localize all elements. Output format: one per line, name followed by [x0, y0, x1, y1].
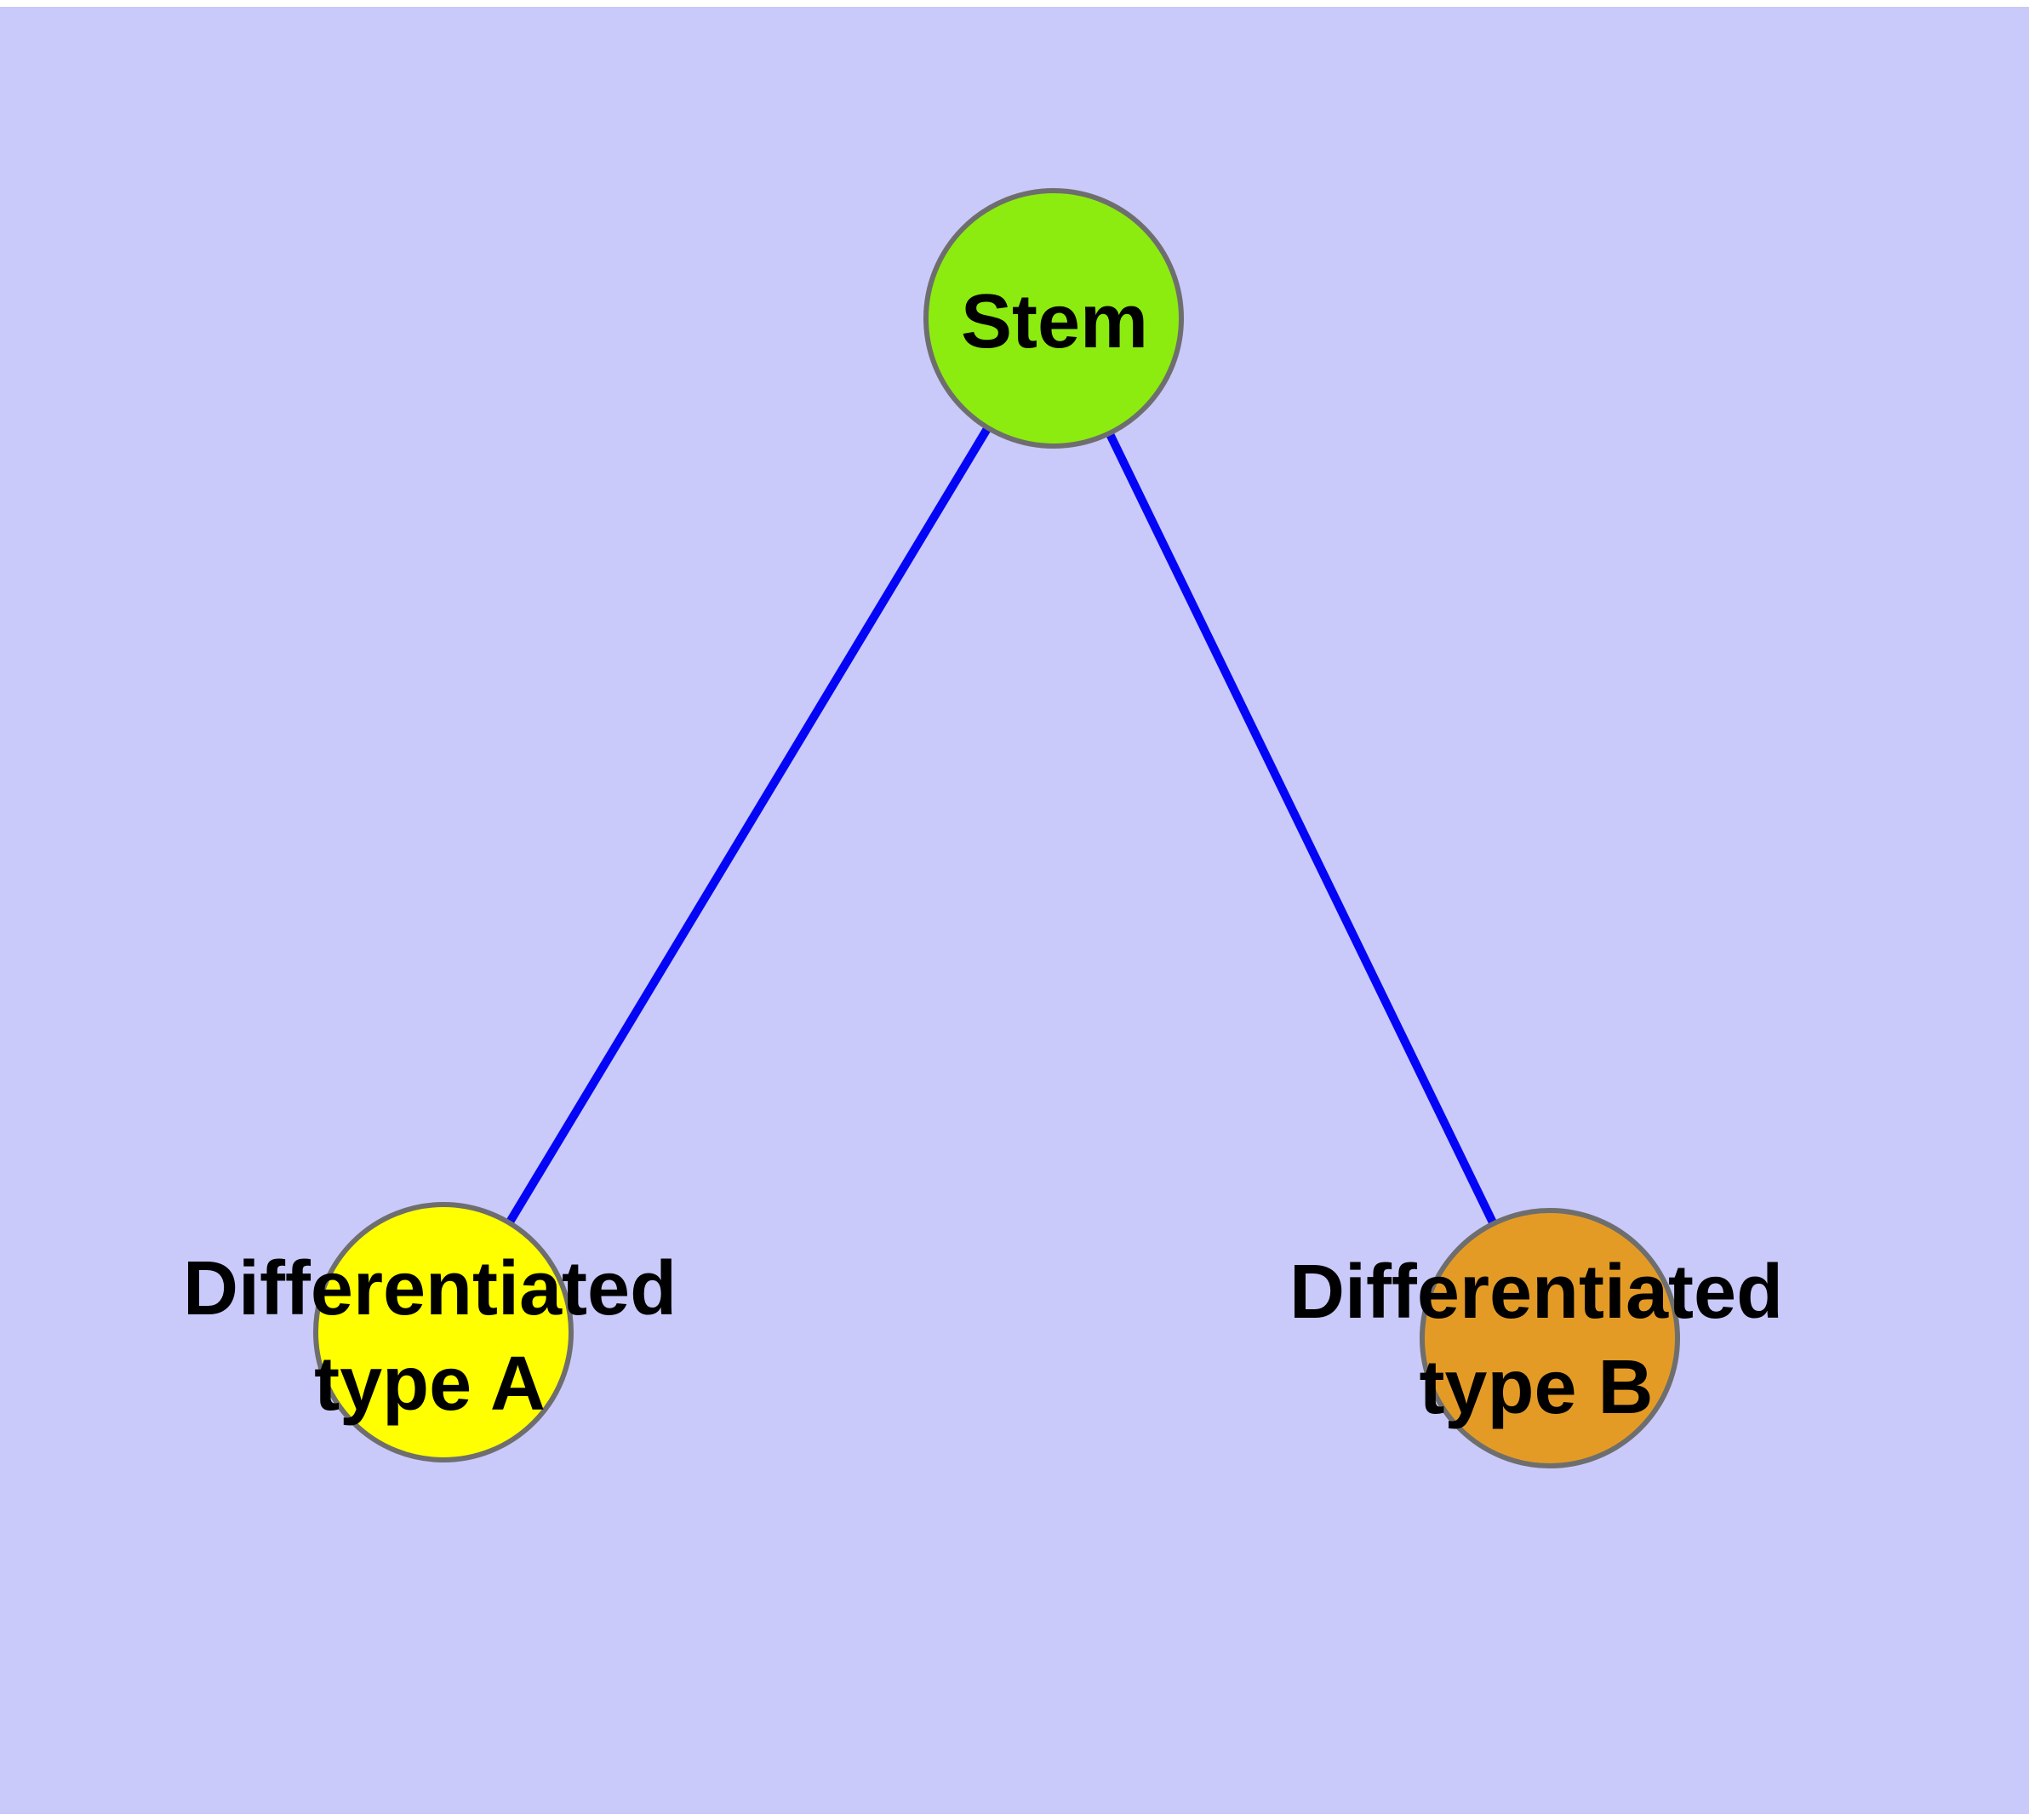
edge-stem-to-type-a — [439, 316, 1058, 1335]
node-differentiated-type-a — [313, 1202, 574, 1462]
node-stem-label: Stem — [960, 279, 1149, 364]
node-type-b-label: Differentiated type B — [1289, 1245, 1783, 1435]
node-type-a-label: Differentiated type A — [183, 1241, 677, 1432]
edge-stem-to-type-b — [1049, 316, 1553, 1341]
node-type-a-label-line2: type A — [314, 1342, 546, 1427]
node-differentiated-type-b — [1420, 1208, 1680, 1468]
diagram-canvas: Stem Differentiated type A Differentiate… — [0, 7, 2029, 1814]
node-type-a-label-line1: Differentiated — [182, 1246, 677, 1331]
node-type-b-label-line1: Differentiated — [1289, 1250, 1784, 1335]
node-type-b-label-line2: type B — [1419, 1345, 1654, 1430]
node-stem — [923, 188, 1184, 449]
